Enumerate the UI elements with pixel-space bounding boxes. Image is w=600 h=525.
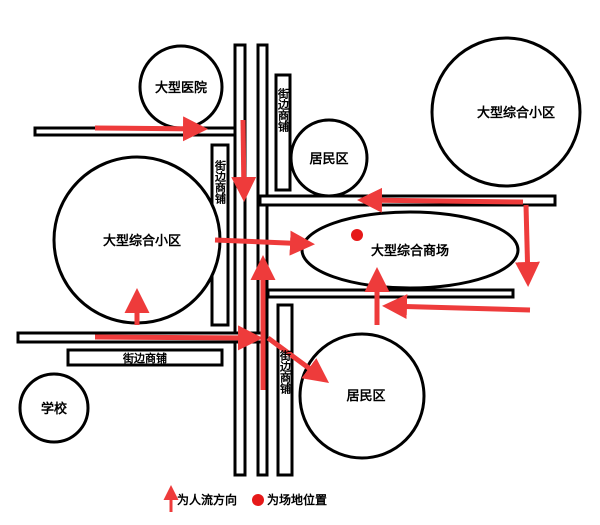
areas	[18, 36, 582, 460]
hospital-label: 大型医院	[155, 80, 207, 96]
residential-bottom-circle	[298, 332, 426, 460]
school-circle	[18, 372, 90, 444]
flow-arrow-down-road	[231, 119, 257, 202]
legend-arrow-label: 为人流方向	[177, 492, 237, 507]
residential-top-label: 居民区	[309, 152, 348, 167]
shops-vertical-bottom-right-label: 街边商铺	[279, 349, 293, 395]
flow-arrow-to-residential	[266, 335, 330, 383]
road-vertical-left	[233, 43, 247, 477]
shops-vertical-top-right	[274, 73, 292, 192]
school-label: 学校	[41, 401, 68, 417]
flow-arrow-lower-right-road	[382, 294, 531, 320]
shops-vertical-left-label: 街边商铺	[214, 159, 228, 205]
residential-top-circle	[289, 118, 369, 198]
road-horizontal-lower-right	[266, 288, 515, 299]
shops-horizontal-label: 街边商铺	[122, 351, 167, 365]
legend: 为人流方向 为场地位置	[163, 485, 327, 512]
flow-arrow-top-road	[94, 116, 208, 142]
flow-arrow-down-right	[514, 204, 540, 287]
shops-vertical-top-right-label: 街边商铺	[277, 87, 291, 133]
flow-arrow-to-mall	[214, 230, 315, 256]
legend-dot-icon	[252, 494, 264, 506]
site-location-dot	[351, 229, 363, 241]
complex-right-label: 大型综合小区	[477, 105, 555, 121]
residential-bottom-label: 居民区	[346, 389, 385, 404]
complex-right-circle	[430, 36, 582, 188]
flow-arrows	[94, 116, 540, 390]
shops-horizontal	[66, 348, 224, 367]
legend-dot-label: 为场地位置	[267, 492, 327, 507]
complex-left-label: 大型综合小区	[103, 233, 181, 249]
mall-label: 大型综合商场	[371, 243, 449, 259]
flow-arrow-left-road	[94, 325, 263, 351]
flow-arrow-upper-right-road	[357, 187, 524, 213]
